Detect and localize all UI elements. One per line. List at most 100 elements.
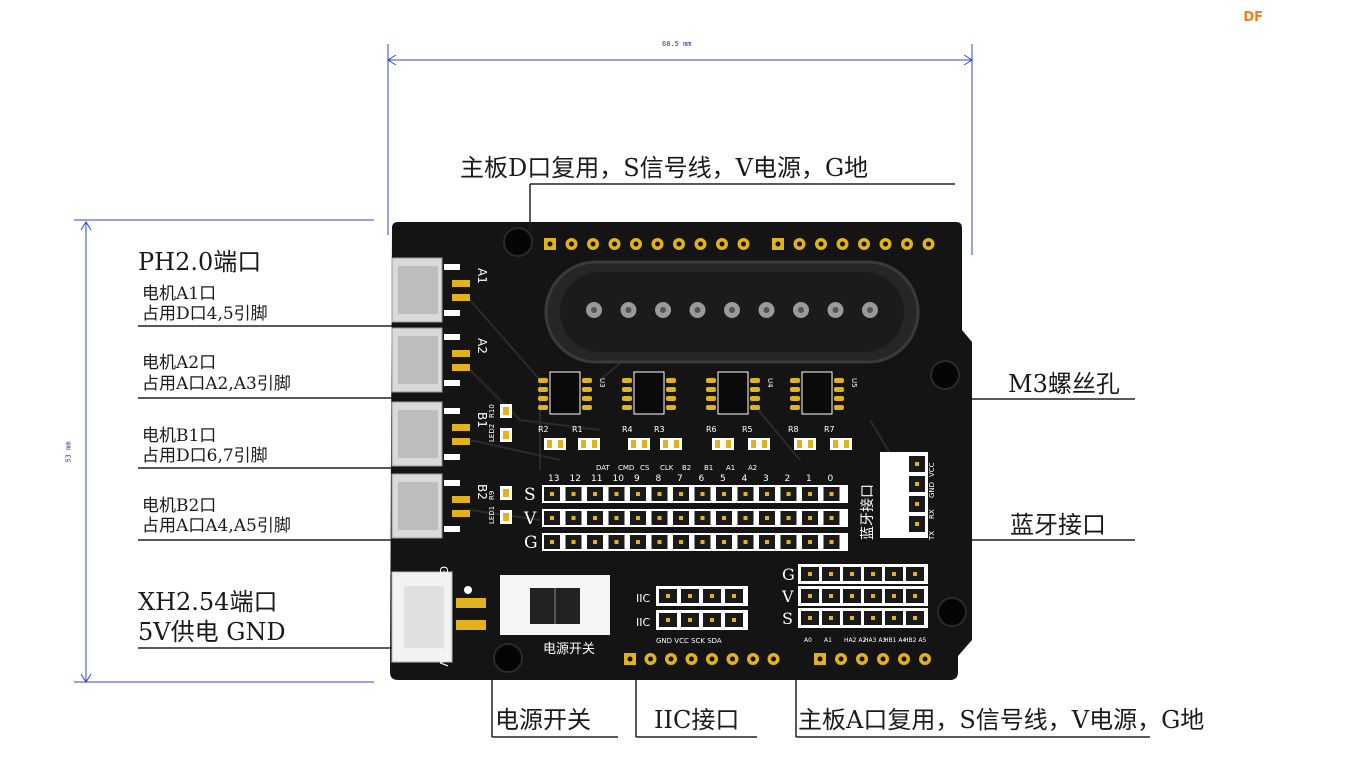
svg-header-pin — [722, 516, 726, 520]
xh-silk-g: G — [437, 566, 450, 575]
pin-function-label: A1 — [726, 464, 735, 472]
resistor-pad — [762, 440, 767, 448]
pad-hole — [612, 241, 617, 247]
resistor-silk-label: R1 — [572, 425, 583, 434]
pin-number-label: 13 — [548, 474, 559, 484]
bluetooth-pin-label: GND — [928, 482, 936, 498]
svg-header-pin — [593, 492, 597, 496]
pin-function-label: CLK — [660, 464, 674, 472]
resistor-pad — [642, 440, 647, 448]
motor-b2-label: 电机B2口 — [142, 496, 217, 516]
width-dimension-label: 68.5 mm — [662, 40, 692, 48]
motor-b1-pins: 占用D口6,7引脚 — [142, 446, 268, 466]
svg-header-pin — [808, 540, 812, 544]
pad-hole — [883, 241, 888, 247]
a-port-pin-label: HB2 A5 — [904, 637, 926, 644]
mounting-hole — [937, 597, 967, 627]
chip-pin — [666, 378, 676, 383]
a-port-pin — [892, 572, 896, 576]
svg-header-pin — [593, 516, 597, 520]
motor-silk-label: A1 — [475, 268, 489, 284]
chip-pin — [790, 387, 800, 392]
a-port-pin — [913, 616, 917, 620]
ph-connector-latch — [444, 480, 460, 486]
mounting-hole — [930, 360, 960, 390]
svg-header-pin — [829, 516, 834, 520]
df-logo: DF — [1243, 10, 1263, 25]
pin-number-label: 7 — [677, 474, 683, 484]
ph-connector-latch — [444, 334, 460, 340]
resistor-pad — [751, 440, 756, 448]
bluetooth-pin — [915, 502, 919, 506]
pad-hole — [655, 241, 660, 247]
a-port-pin — [892, 616, 896, 620]
pin-number-label: 10 — [613, 474, 625, 484]
motor-silk-label: A2 — [475, 338, 489, 354]
pad-hole — [689, 656, 694, 662]
pad-hole — [840, 241, 845, 247]
a-port-pin — [913, 572, 917, 576]
svg-header-pin — [786, 540, 791, 544]
chip-pin — [666, 387, 676, 392]
motor-a2-label: 电机A2口 — [142, 353, 217, 373]
chip-pin — [790, 378, 800, 383]
chip-pin — [834, 405, 844, 410]
chip-pin — [706, 405, 716, 410]
bluetooth-silk-box — [880, 452, 906, 538]
pin-number-label: 5 — [720, 474, 726, 484]
power-switch-callout: 电源开关 — [495, 706, 591, 734]
pin-function-label: DAT — [596, 464, 611, 472]
led-silk-label: R9 — [488, 491, 496, 500]
motor-driver-chip — [633, 371, 665, 415]
svg-header-pin — [657, 516, 662, 520]
led-pad — [503, 513, 509, 521]
a-port-pin-label: A1 — [824, 637, 832, 644]
ph-connector-pad — [452, 424, 470, 431]
motor-b1-label: 电机B1口 — [142, 426, 217, 446]
ph-connector-body — [398, 266, 438, 314]
bluetooth-pin — [915, 522, 919, 526]
resistor-pad — [844, 440, 849, 448]
pad-hole — [859, 656, 865, 662]
motor-b2-pins: 占用A口A4,A5引脚 — [142, 516, 291, 536]
mounting-hole — [493, 643, 523, 673]
xh-port-callout: XH2.54端口 — [138, 588, 278, 616]
svg-row-label: G — [524, 533, 538, 553]
chip-pin — [834, 378, 844, 383]
motor-driver-chip — [717, 371, 749, 415]
a-port-pin — [913, 594, 917, 598]
connector-pin-center — [832, 307, 839, 313]
xh-pin1-marker — [464, 586, 472, 594]
pin-number-label: 8 — [656, 474, 662, 484]
chip-pin — [538, 396, 548, 401]
bluetooth-silk-label: 蓝牙接口 — [859, 484, 876, 540]
svg-row-label: S — [524, 485, 536, 505]
pad-hole — [775, 241, 781, 247]
resistor-silk-label: R5 — [742, 425, 753, 434]
svg-header-pin — [829, 492, 834, 496]
chip-pin — [834, 396, 844, 401]
bottom-a-port-callout: 主板A口复用，S信号线，V电源，G地 — [798, 706, 1205, 734]
a-port-pin — [850, 616, 854, 620]
svg-header-pin — [614, 540, 619, 544]
a-port-pin — [850, 594, 854, 598]
svg-header-pin — [808, 516, 812, 520]
a-port-pin-label: HA3 A3 — [864, 637, 886, 644]
led-silk-label: R10 — [488, 404, 496, 418]
svg-header-pin — [636, 492, 640, 496]
trace — [469, 439, 561, 461]
svg-header-pin — [636, 540, 640, 544]
svg-header-pin — [765, 492, 769, 496]
pad-hole — [904, 241, 910, 247]
pin-number-label: 2 — [785, 474, 791, 484]
chip-pin — [790, 396, 800, 401]
a-port-pin — [808, 572, 812, 576]
pad-hole — [901, 656, 907, 662]
svg-header-pin — [679, 492, 683, 496]
pad-hole — [569, 241, 574, 247]
pad-hole — [719, 241, 725, 247]
svg-header-pin — [679, 516, 683, 520]
bluetooth-pin-label: RX — [928, 509, 936, 519]
pin-function-label: CMD — [618, 464, 634, 472]
ph-connector-pad — [452, 294, 470, 301]
